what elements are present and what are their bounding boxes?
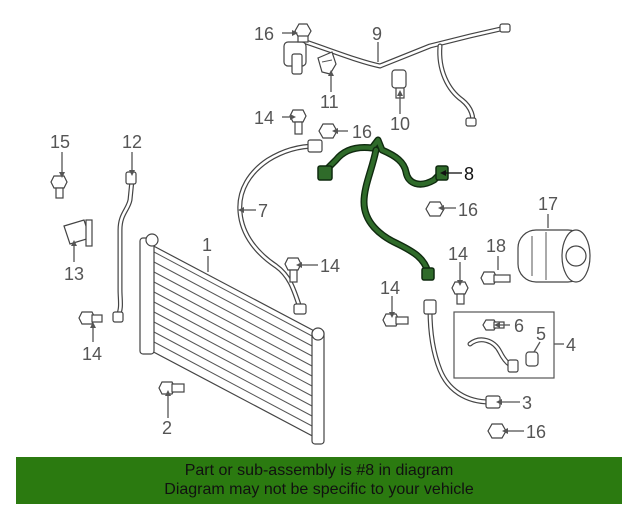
part-7-hose[interactable] <box>237 139 323 315</box>
callout-16-mid: 16 <box>352 122 372 142</box>
part-9-pipe[interactable] <box>283 23 511 127</box>
banner-line-2: Diagram may not be specific to your vehi… <box>164 481 474 498</box>
callout-7: 7 <box>258 201 268 221</box>
part-18-bolt[interactable] <box>480 271 511 285</box>
part-14-bolt-lower[interactable] <box>382 313 409 327</box>
callout-14-left: 14 <box>82 344 102 364</box>
callout-14-center: 14 <box>320 256 340 276</box>
callout-8: 8 <box>464 164 474 184</box>
part-17-compressor[interactable] <box>517 229 591 283</box>
part-15-bolt[interactable] <box>50 175 68 199</box>
part-1-condenser[interactable] <box>139 233 325 445</box>
part-3-hose[interactable] <box>423 299 501 409</box>
part-4-kit-box[interactable] <box>453 311 555 379</box>
callout-14-right: 14 <box>448 244 468 264</box>
part-16-nut-mid[interactable] <box>318 123 338 139</box>
part-16-nut-bottom[interactable] <box>487 423 507 439</box>
callout-3: 3 <box>522 393 532 413</box>
part-14-bolt-upper[interactable] <box>289 109 307 135</box>
callout-12: 12 <box>122 132 142 152</box>
callout-2: 2 <box>162 418 172 438</box>
banner-line-1: Part or sub-assembly is #8 in diagram <box>184 462 454 479</box>
part-13-bracket[interactable] <box>63 219 93 247</box>
callout-16-bottom: 16 <box>526 422 546 442</box>
part-16-nut-right[interactable] <box>425 201 445 217</box>
callout-15: 15 <box>50 132 70 152</box>
callout-5: 5 <box>536 324 546 344</box>
part-16-nut-top[interactable] <box>294 23 312 43</box>
callout-14-upper: 14 <box>254 108 274 128</box>
callout-labels: 16 9 11 10 14 16 8 16 7 15 12 13 14 1 14… <box>50 24 576 442</box>
callout-13: 13 <box>64 264 84 284</box>
callout-16-right: 16 <box>458 200 478 220</box>
leader-lines <box>61 32 564 432</box>
callout-11: 11 <box>320 92 339 112</box>
callout-1: 1 <box>202 235 212 255</box>
part-14-bolt-left[interactable] <box>78 311 103 325</box>
part-12-line[interactable] <box>112 171 137 323</box>
callout-18: 18 <box>486 236 506 256</box>
part-11-bracket[interactable] <box>317 51 337 75</box>
part-8-hose-highlighted[interactable] <box>317 136 449 281</box>
callout-10: 10 <box>390 114 410 134</box>
callout-6: 6 <box>514 316 524 336</box>
info-banner: Part or sub-assembly is #8 in diagram Di… <box>16 457 622 504</box>
callout-14-lower: 14 <box>380 278 400 298</box>
leader-arrowheads <box>59 30 508 434</box>
part-14-bolt-right[interactable] <box>451 281 469 305</box>
callout-17: 17 <box>538 194 558 214</box>
part-14-bolt-center[interactable] <box>284 257 302 283</box>
callout-9: 9 <box>372 24 382 44</box>
part-5-switch[interactable] <box>467 337 539 373</box>
callout-4: 4 <box>566 335 576 355</box>
part-2-bolt[interactable] <box>158 381 185 395</box>
callout-16-top: 16 <box>254 24 274 44</box>
